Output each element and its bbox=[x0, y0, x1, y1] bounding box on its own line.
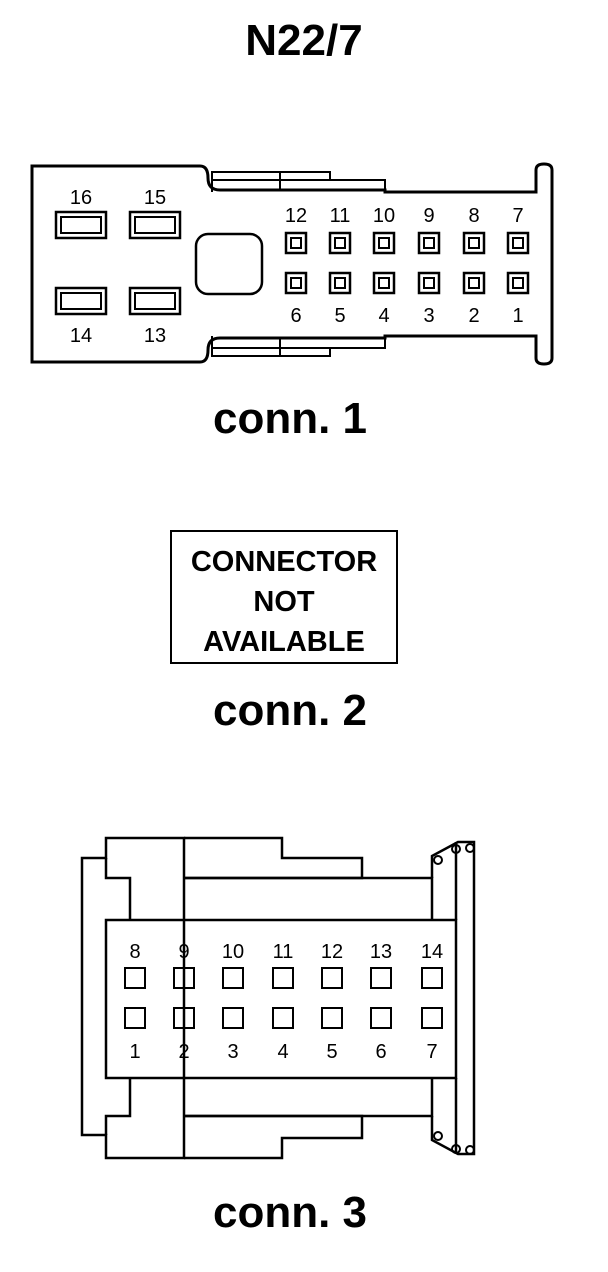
large-pin-label: 15 bbox=[144, 187, 166, 209]
pin-5: 5 bbox=[328, 271, 352, 327]
connector-1-housing bbox=[30, 162, 554, 366]
pin-11: 11 bbox=[272, 941, 294, 989]
pin-label: 1 bbox=[129, 1041, 140, 1063]
connector-not-available-box: CONNECTOR NOT AVAILABLE bbox=[170, 530, 398, 664]
connector-3-top-housing bbox=[184, 836, 364, 880]
pin-12: 12 bbox=[284, 205, 308, 255]
not-available-line-2: NOT bbox=[253, 586, 315, 618]
large-pin-14: 14 bbox=[54, 286, 108, 347]
large-pin-16: 16 bbox=[54, 187, 108, 240]
pin-3: 3 bbox=[222, 1007, 244, 1063]
pin-11: 11 bbox=[328, 205, 352, 255]
pin-6: 6 bbox=[370, 1007, 392, 1063]
connector-3-pin-field bbox=[104, 918, 458, 1080]
pin-label: 9 bbox=[423, 205, 434, 227]
large-pin-label: 13 bbox=[144, 325, 166, 347]
pin-label: 12 bbox=[321, 941, 343, 963]
connector-3-left-frame bbox=[80, 836, 186, 1160]
pin-label: 11 bbox=[273, 941, 294, 963]
pin-label: 7 bbox=[512, 205, 523, 227]
pin-label: 2 bbox=[178, 1041, 189, 1063]
pin-label: 3 bbox=[423, 305, 434, 327]
pin-7: 7 bbox=[421, 1007, 443, 1063]
connector-1-caption: conn. 1 bbox=[212, 394, 368, 443]
not-available-line-3: AVAILABLE bbox=[203, 626, 365, 658]
pin-8: 8 bbox=[462, 205, 486, 255]
pin-label: 8 bbox=[129, 941, 140, 963]
pin-9: 9 bbox=[173, 941, 195, 989]
pin-label: 10 bbox=[222, 941, 244, 963]
connector-1-key bbox=[194, 232, 264, 296]
pin-7: 7 bbox=[506, 205, 530, 255]
pin-5: 5 bbox=[321, 1007, 343, 1063]
pin-2: 2 bbox=[462, 271, 486, 327]
pin-14: 14 bbox=[421, 941, 443, 989]
pin-10: 10 bbox=[222, 941, 244, 989]
not-available-line-1: CONNECTOR bbox=[190, 546, 378, 578]
connector-1-bottom-latch bbox=[211, 336, 386, 357]
connector-3-caption: conn. 3 bbox=[212, 1188, 368, 1237]
pin-label: 10 bbox=[373, 205, 395, 227]
pin-label: 3 bbox=[227, 1041, 238, 1063]
pin-2: 2 bbox=[173, 1007, 195, 1063]
pin-8: 8 bbox=[124, 941, 146, 989]
large-pin-label: 16 bbox=[70, 187, 92, 209]
connector-3-bottom-housing bbox=[184, 1114, 364, 1160]
pin-label: 4 bbox=[277, 1041, 288, 1063]
pin-label: 4 bbox=[378, 305, 389, 327]
pin-4: 4 bbox=[372, 271, 396, 327]
connector-1-large-pins: 16 15 14 13 bbox=[54, 187, 182, 347]
connector-2-caption: conn. 2 bbox=[212, 686, 368, 735]
pin-13: 13 bbox=[370, 941, 392, 989]
pin-1: 1 bbox=[124, 1007, 146, 1063]
connector-1-top-latch bbox=[211, 171, 386, 192]
connector-1-diagram: 16 15 14 13 12 11 10 9 8 7 6 5 4 3 2 1 bbox=[30, 162, 554, 366]
large-pin-15: 15 bbox=[128, 187, 182, 240]
large-pin-13: 13 bbox=[128, 286, 182, 347]
pin-label: 12 bbox=[285, 205, 307, 227]
pin-label: 7 bbox=[426, 1041, 437, 1063]
pin-10: 10 bbox=[372, 205, 396, 255]
pin-label: 5 bbox=[334, 305, 345, 327]
pin-label: 6 bbox=[290, 305, 301, 327]
pin-label: 2 bbox=[468, 305, 479, 327]
pin-label: 1 bbox=[512, 305, 523, 327]
pin-9: 9 bbox=[417, 205, 441, 255]
pin-label: 5 bbox=[326, 1041, 337, 1063]
pin-1: 1 bbox=[506, 271, 530, 327]
pin-label: 8 bbox=[468, 205, 479, 227]
pin-6: 6 bbox=[284, 271, 308, 327]
pin-3: 3 bbox=[417, 271, 441, 327]
pin-4: 4 bbox=[272, 1007, 294, 1063]
large-pin-label: 14 bbox=[70, 325, 92, 347]
pin-12: 12 bbox=[321, 941, 343, 989]
pin-label: 14 bbox=[421, 941, 443, 963]
pin-label: 11 bbox=[330, 205, 351, 227]
pin-label: 13 bbox=[370, 941, 392, 963]
pin-label: 6 bbox=[375, 1041, 386, 1063]
diagram-title: N22/7 bbox=[245, 16, 363, 65]
connector-3-right-latch bbox=[430, 840, 476, 1156]
pin-label: 9 bbox=[178, 941, 189, 963]
connector-3-body bbox=[184, 876, 434, 1118]
